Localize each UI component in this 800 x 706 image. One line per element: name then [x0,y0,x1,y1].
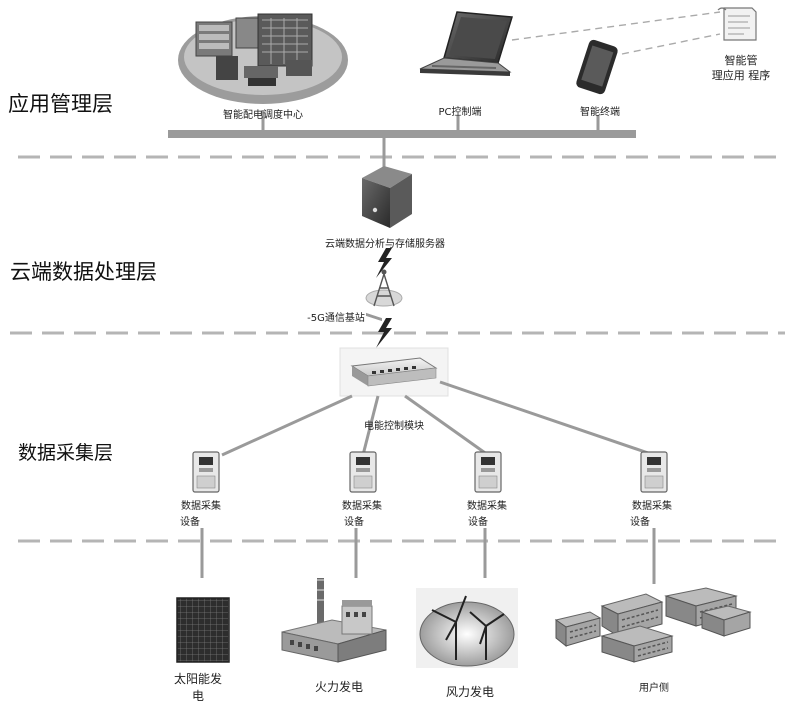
dispatch-center-label: 智能配电调度中心 [223,110,303,121]
collector-to-source-lines [200,528,656,584]
management-app-icon [717,7,757,41]
user-side-label: 用户侧 [639,683,669,694]
app-drop-lines [261,110,600,130]
collector-device-2 [349,451,377,493]
module-to-collector-lines [221,380,655,457]
laptop-icon [419,11,513,76]
server-icon [362,166,412,322]
collector-4-label-line1: 数据采集 [632,501,672,512]
lightning-icon [376,248,392,348]
smartphone-icon [576,39,618,95]
mgmt-app-label-line2: 理应用 程序 [711,69,771,82]
collector-device-4 [640,451,668,493]
wind-turbine-icon [416,588,518,668]
wind-label: 风力发电 [445,685,495,699]
user-buildings-icon [554,587,752,663]
base-station-icon [365,269,403,307]
solar-panel-icon [176,597,230,663]
thermal-label: 火力发电 [314,680,364,694]
wireless-links-app [511,11,721,55]
control-module-label: 电能控制模块 [364,421,424,432]
pc-client-label: PC控制端 [438,107,482,118]
layer-title-cloud: 云端数据处理层 [10,260,157,284]
collector-1-label-line1: 数据采集 [181,501,221,512]
solar-label-line2: 电 [191,689,205,703]
smart-terminal-label: 智能终端 [580,107,620,118]
layer-separators [10,155,785,543]
control-module-icon [339,347,449,397]
base-station-label: -5G通信基站 [307,313,365,324]
collector-1-label-line2: 设备 [180,517,200,528]
collector-4-label-line2: 设备 [630,517,650,528]
collector-device-3 [474,451,502,493]
collector-3-label-line1: 数据采集 [467,501,507,512]
layer-title-collect: 数据采集层 [18,442,114,464]
collector-device-1 [192,451,220,493]
communication-bus [168,130,636,138]
solar-label-line1: 太阳能发 [173,672,223,686]
thermal-plant-icon [281,578,387,663]
collector-2-label-line2: 设备 [344,517,364,528]
dispatch-center-icon [178,13,348,104]
layer-title-app: 应用管理层 [8,92,113,116]
server-label: 云端数据分析与存储服务器 [325,239,445,250]
mgmt-app-label-line1: 智能管 [724,54,758,67]
collector-2-label-line1: 数据采集 [342,501,382,512]
collector-3-label-line2: 设备 [468,517,488,528]
